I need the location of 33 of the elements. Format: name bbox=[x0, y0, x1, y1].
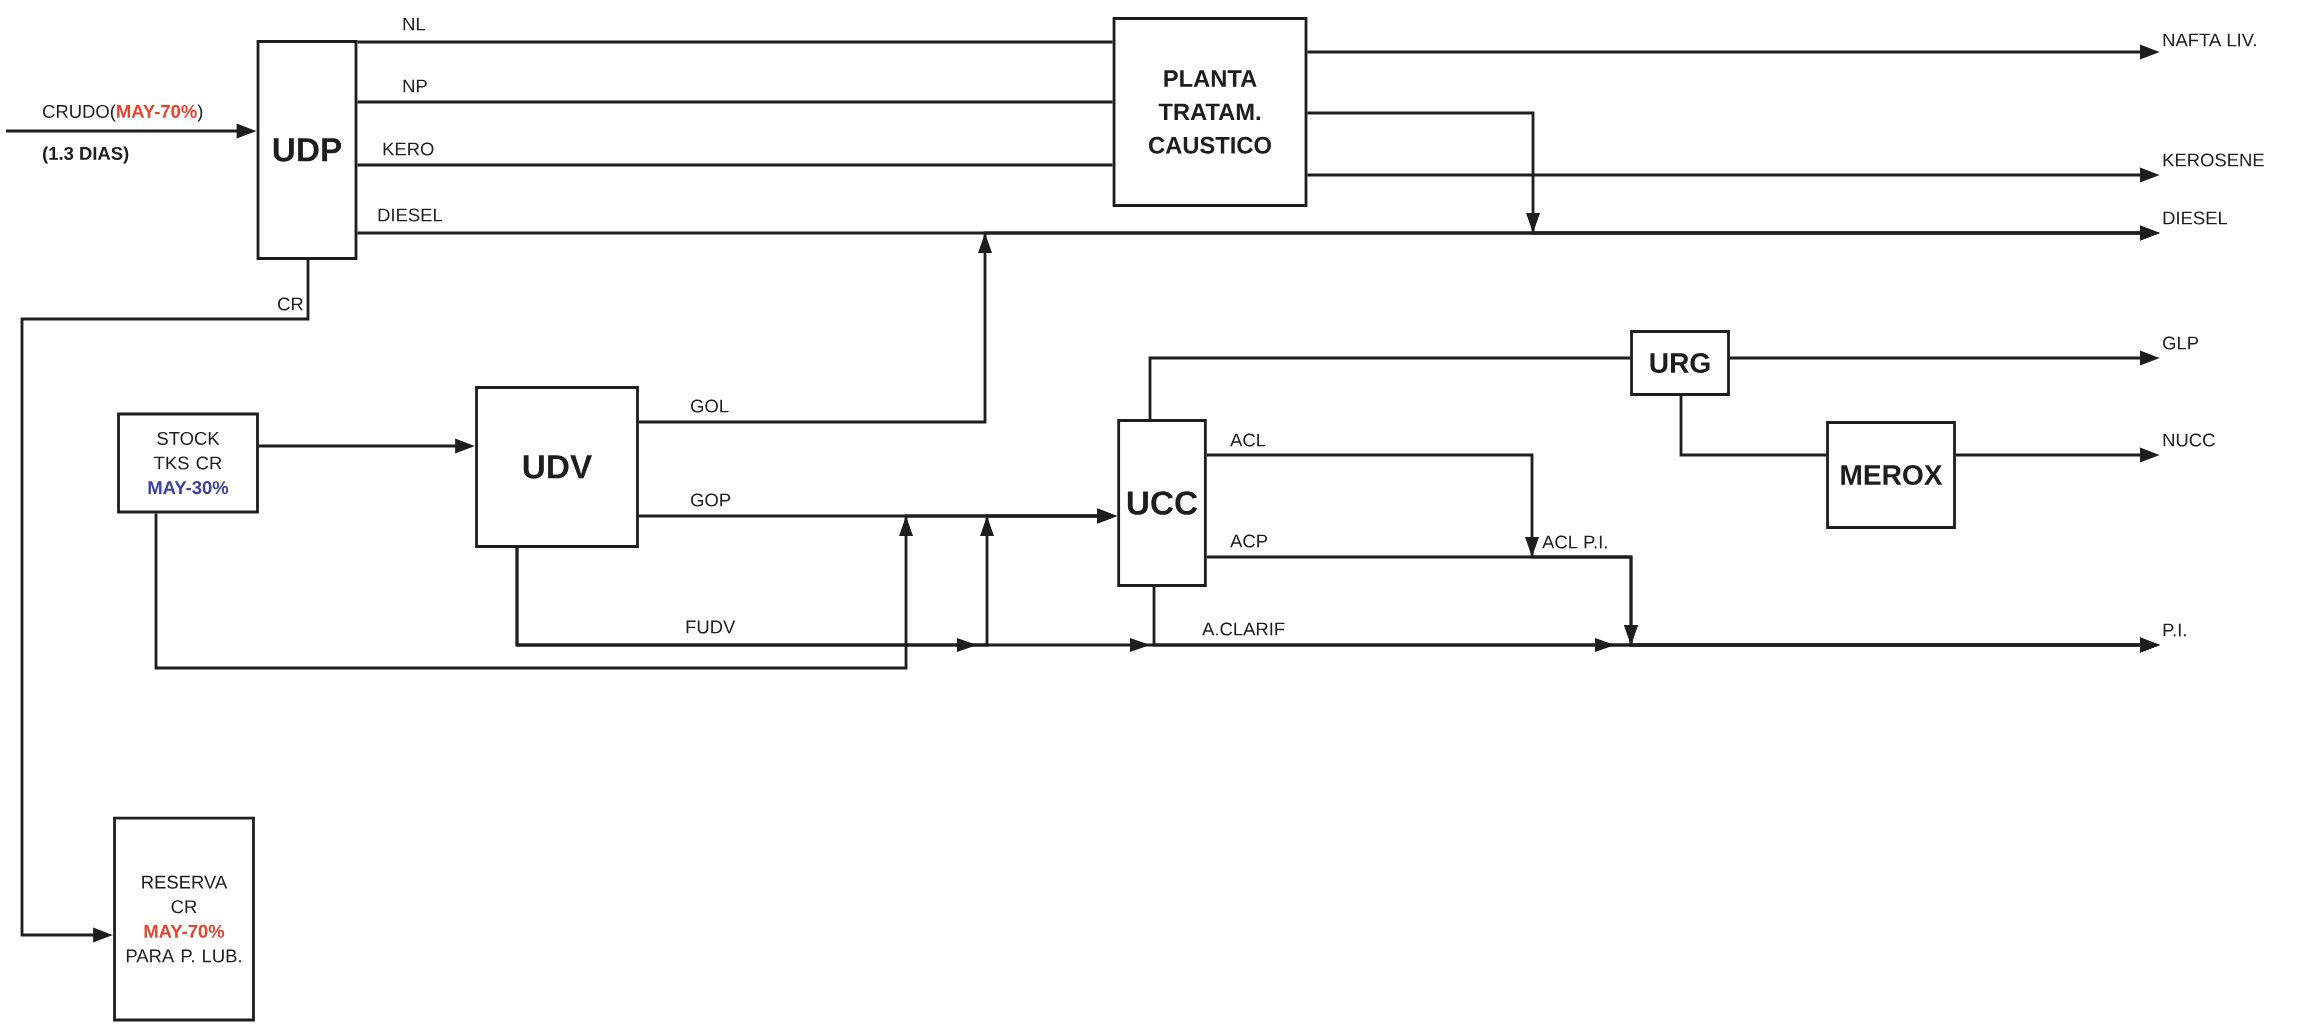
flow-line bbox=[1148, 356, 1631, 420]
flow-line bbox=[357, 100, 1113, 104]
edge-label: GOP bbox=[688, 491, 733, 509]
process-box: URG bbox=[1630, 330, 1730, 396]
product-label: GLP bbox=[2163, 336, 2199, 350]
process-box: UDP bbox=[256, 40, 358, 260]
note-text: (1.3 DIAS) bbox=[43, 146, 129, 164]
product-label: KEROSENE bbox=[2163, 153, 2264, 167]
process-box: UDV bbox=[475, 386, 639, 548]
product-label: NUCC bbox=[2163, 433, 2215, 447]
edge-label: GOL bbox=[688, 397, 731, 415]
edge-label: A.CLARIF bbox=[1200, 620, 1287, 638]
product-label: NAFTA LIV. bbox=[2163, 33, 2256, 47]
edge-label: NP bbox=[400, 77, 430, 95]
flow-line bbox=[357, 163, 1113, 167]
edge-label: CR bbox=[275, 295, 306, 313]
edge-label: ACL bbox=[1228, 431, 1268, 449]
edge-label: DIESEL bbox=[375, 206, 445, 224]
edge-label: NL bbox=[400, 15, 428, 33]
storage-box: STOCK TKS CR MAY-30% bbox=[117, 412, 259, 514]
edge-label: CRUDO(MAY-70%) bbox=[40, 102, 206, 124]
product-label: DIESEL bbox=[2163, 211, 2228, 225]
storage-box: RESERVA CR MAY-70% PARA P. LUB. bbox=[113, 816, 255, 1022]
process-box: MEROX bbox=[1826, 421, 1956, 529]
edge-label: FUDV bbox=[683, 618, 738, 636]
note-text: ACL P.I. bbox=[1542, 535, 1607, 549]
flow-line bbox=[357, 40, 1113, 44]
product-label: P.I. bbox=[2163, 623, 2186, 637]
edge-label: ACP bbox=[1228, 532, 1270, 550]
edge-label: KERO bbox=[380, 140, 437, 158]
process-box: UCC bbox=[1117, 419, 1207, 587]
flow-line bbox=[1679, 395, 1827, 457]
process-box: PLANTA TRATAM. CAUSTICO bbox=[1112, 17, 1308, 207]
